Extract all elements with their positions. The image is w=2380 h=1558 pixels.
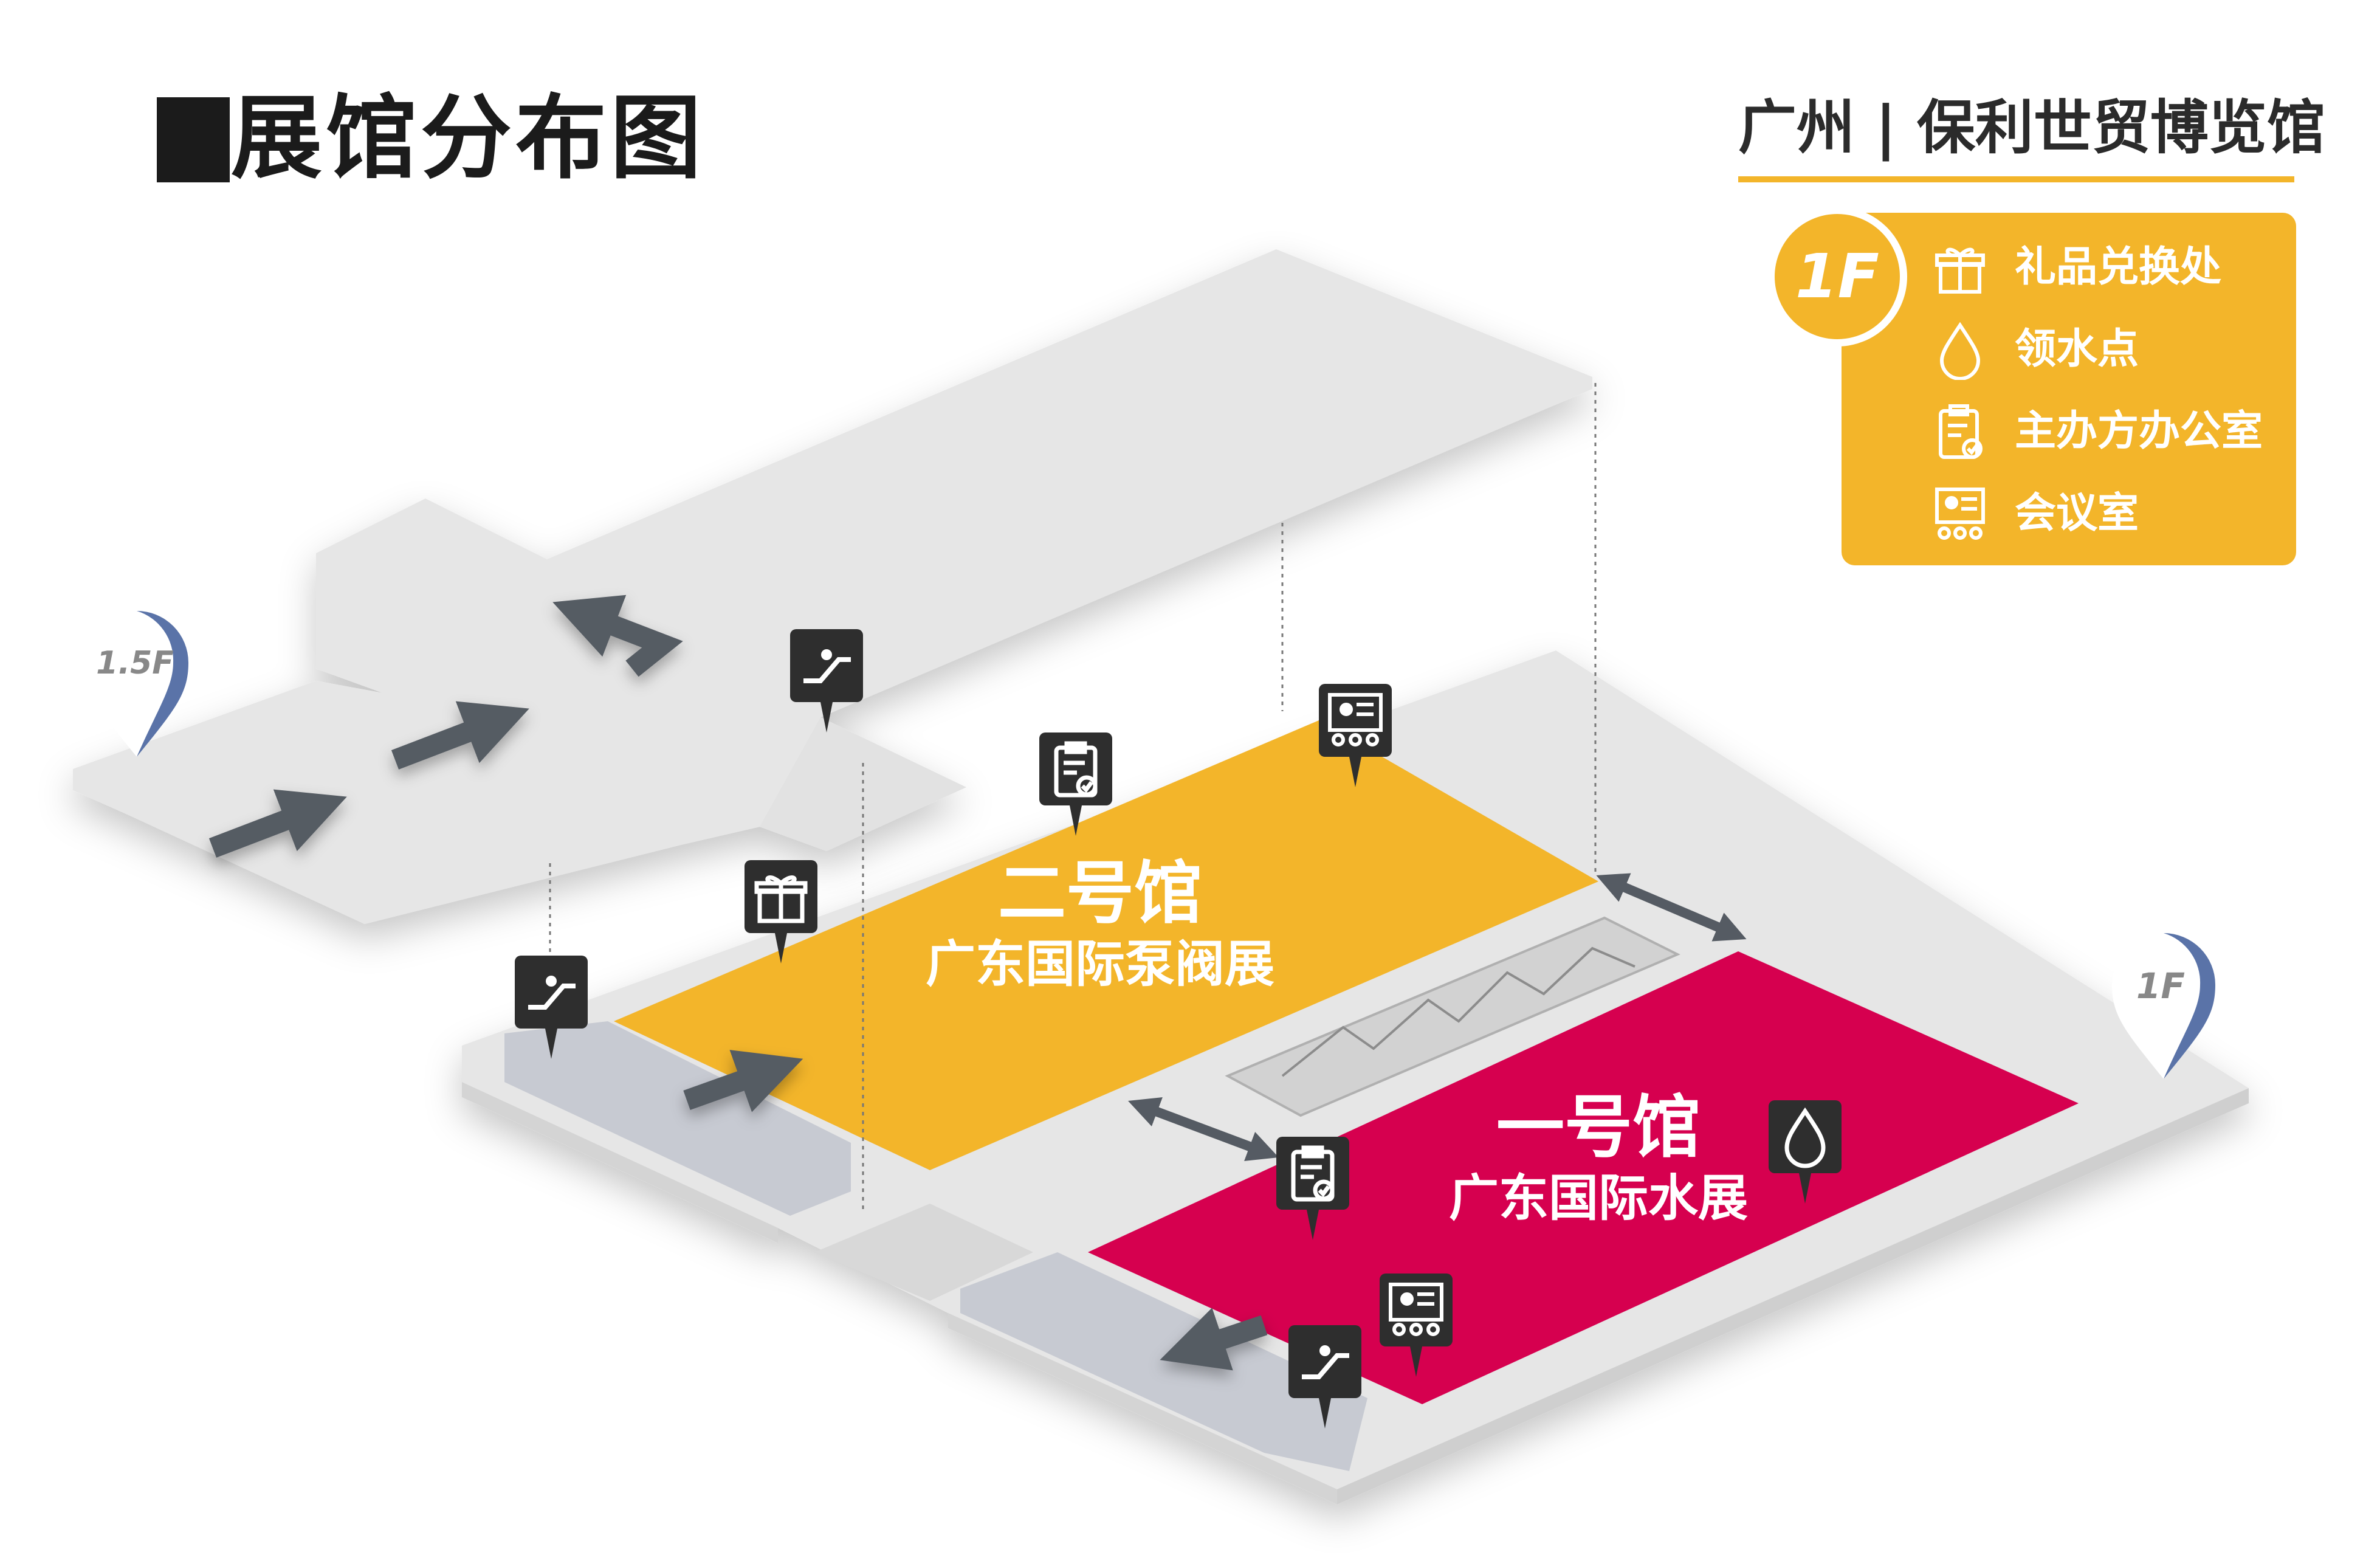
- flow-arrows: [208, 595, 1268, 1371]
- legend-item-office: 主办方办公室: [1930, 395, 2294, 468]
- office-clipboard-icon: [1054, 741, 1098, 798]
- hall-1-label: 一号馆 广东国际水展: [1355, 1088, 1842, 1230]
- escalator-pin-upper[interactable]: [790, 629, 863, 732]
- hall-1-name: 一号馆: [1496, 1088, 1701, 1167]
- floor-connectors: [549, 383, 1597, 1210]
- water-pin[interactable]: [1769, 1100, 1842, 1204]
- legend-item-water: 领水点: [1930, 313, 2294, 386]
- floor-marker-1-5f: 1.5F: [85, 611, 188, 757]
- office-clipboard-icon: [1291, 1145, 1335, 1202]
- escalator-pin-bottom[interactable]: [1288, 1325, 1361, 1429]
- office-clipboard-icon: [1939, 404, 1983, 459]
- walkway-left: [504, 1021, 851, 1216]
- hall-1-area: [1088, 951, 2079, 1404]
- hall-2-label: 二号馆 广东国际泵阀展: [857, 854, 1343, 996]
- water-drop-icon: [1939, 322, 1981, 380]
- legend-label-gift: 礼品兑换处: [2015, 243, 2222, 291]
- legend-label-meeting: 会议室: [2015, 489, 2139, 537]
- meeting-room-icon: [1328, 693, 1383, 746]
- two-way-arrows: [1128, 873, 1747, 1161]
- office-pin-hall-2[interactable]: [1039, 732, 1112, 836]
- page-title: 展馆分布图: [231, 86, 706, 191]
- floor-label-1f: 1F: [2136, 965, 2185, 1007]
- meeting-room-pin-bottom[interactable]: [1380, 1274, 1453, 1377]
- legend-panel: [1842, 213, 2296, 565]
- venue-name: 广州 | 保利世贸博览馆: [1738, 94, 2325, 162]
- meeting-room-pin-top[interactable]: [1319, 684, 1392, 787]
- floor-marker-1f: 1F: [2112, 933, 2215, 1079]
- upper-floor-plate: [73, 249, 1592, 924]
- meeting-room-icon: [1389, 1283, 1443, 1336]
- escalator-icon: [528, 984, 576, 1010]
- escalator-icon: [803, 657, 851, 683]
- hall-2-exhibition: 广东国际泵阀展: [925, 936, 1274, 993]
- legend-label-water: 领水点: [2015, 325, 2139, 373]
- hall-1-exhibition: 广东国际水展: [1448, 1170, 1748, 1227]
- water-drop-icon: [1784, 1107, 1826, 1168]
- venue-underline: [1738, 176, 2294, 182]
- office-pin-hall-1[interactable]: [1276, 1137, 1349, 1240]
- floor-label-1-5f: 1.5F: [96, 645, 174, 681]
- gift-pin[interactable]: [745, 860, 817, 963]
- hall-2-area: [614, 720, 1598, 1170]
- gift-icon: [1935, 247, 1985, 294]
- legend-floor-badge: 1F: [1767, 207, 1907, 346]
- escalator-pin-left[interactable]: [515, 956, 588, 1059]
- escalator-icon: [1302, 1353, 1349, 1379]
- legend-item-meeting: 会议室: [1930, 477, 2294, 550]
- legend-label-office: 主办方办公室: [2015, 407, 2263, 455]
- title-marker-bar: [157, 97, 230, 182]
- hall-2-name: 二号馆: [998, 854, 1202, 933]
- entrance-block: [814, 1204, 1033, 1301]
- legend-item-gift: 礼品兑换处: [1930, 231, 2294, 304]
- gift-icon: [754, 875, 808, 923]
- meeting-room-icon: [1935, 488, 1985, 540]
